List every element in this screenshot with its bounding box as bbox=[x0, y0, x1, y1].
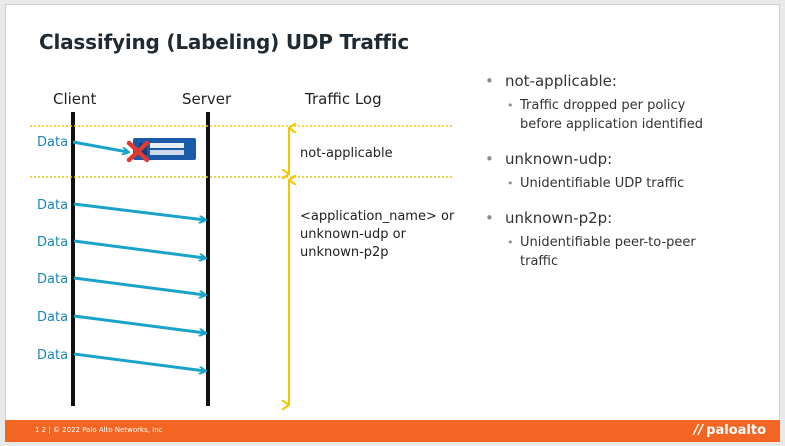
bullet-unknown-p2p: unknown-p2p: bbox=[485, 209, 760, 227]
data-label: Data bbox=[37, 348, 68, 363]
desc-line: before application identified bbox=[520, 117, 704, 132]
bullet-unknown-udp-desc: Unidentifiable UDP traffic bbox=[485, 174, 760, 193]
desc-line: traffic bbox=[520, 254, 559, 269]
log-not-applicable: not-applicable bbox=[300, 146, 393, 161]
flow-arrow bbox=[73, 314, 205, 333]
server-header: Server bbox=[182, 90, 232, 108]
flow-arrow bbox=[73, 202, 205, 220]
logo-text: paloalto bbox=[706, 423, 766, 438]
bullet-unknown-udp: unknown-udp: bbox=[485, 150, 760, 168]
log-allowed-line-1: <application_name> or bbox=[300, 209, 455, 224]
bullet-not-applicable-desc: Traffic dropped per policy before applic… bbox=[485, 96, 760, 134]
flow-arrow bbox=[73, 276, 205, 295]
data-label: Data bbox=[37, 198, 68, 213]
flow-arrow bbox=[73, 352, 205, 371]
log-allowed-line-3: unknown-p2p bbox=[300, 245, 389, 260]
allowed-flow-3: Data bbox=[37, 272, 205, 295]
bullet-not-applicable: not-applicable: bbox=[485, 72, 760, 90]
desc-line: Traffic dropped per policy bbox=[520, 98, 686, 113]
flow-arrow bbox=[73, 239, 205, 258]
paloalto-logo: //paloalto bbox=[694, 423, 766, 438]
footer-bar: 1 2 | © 2022 Palo Alto Networks, Inc //p… bbox=[5, 420, 780, 442]
footer-copyright: 1 2 | © 2022 Palo Alto Networks, Inc bbox=[35, 426, 163, 434]
bullet-unknown-p2p-desc: Unidentifiable peer-to-peer traffic bbox=[485, 233, 760, 271]
data-label: Data bbox=[37, 272, 68, 287]
allowed-flow-1: Data bbox=[37, 198, 205, 220]
log-allowed-line-2: unknown-udp or bbox=[300, 227, 407, 242]
desc-line: Unidentifiable peer-to-peer bbox=[520, 235, 696, 250]
logo-mark-icon: // bbox=[693, 423, 704, 438]
slide-title: Classifying (Labeling) UDP Traffic bbox=[39, 30, 410, 54]
data-label-blocked: Data bbox=[37, 135, 68, 150]
desc-line: Unidentifiable UDP traffic bbox=[520, 176, 685, 191]
blocked-arrow bbox=[72, 140, 128, 152]
allowed-flow-4: Data bbox=[37, 310, 205, 333]
data-label: Data bbox=[37, 235, 68, 250]
traffic-log-header: Traffic Log bbox=[304, 90, 382, 108]
client-header: Client bbox=[53, 90, 97, 108]
allowed-flow-2: Data bbox=[37, 235, 205, 258]
data-label: Data bbox=[37, 310, 68, 325]
block-x-icon bbox=[126, 140, 150, 163]
bullet-list: not-applicable: Traffic dropped per poli… bbox=[485, 72, 760, 271]
allowed-flow-5: Data bbox=[37, 348, 205, 371]
